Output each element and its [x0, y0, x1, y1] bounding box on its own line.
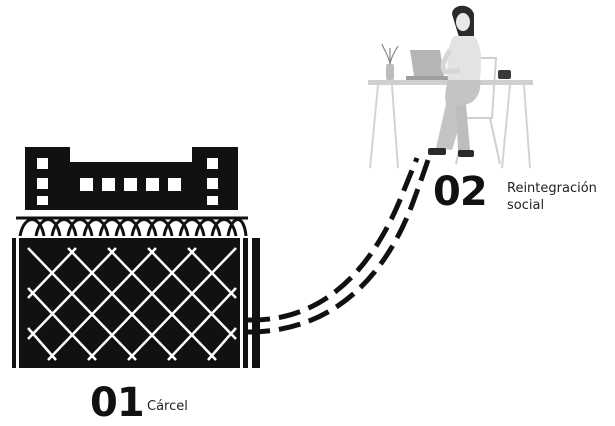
step-label-2-line-2: social — [507, 197, 597, 214]
plant-vase — [382, 44, 398, 80]
razor-wire — [16, 218, 248, 236]
woman-at-laptop-illustration — [368, 6, 533, 168]
step-label-2: Reintegración social — [507, 180, 597, 214]
connector-path — [248, 158, 428, 332]
prison-icon — [8, 147, 260, 368]
step-label-1: Cárcel — [147, 398, 188, 415]
step-label-2-line-1: Reintegración — [507, 180, 597, 197]
coffee-mug — [498, 70, 511, 79]
step-number-1: 01 — [90, 383, 144, 423]
step-number-2: 02 — [433, 172, 487, 212]
